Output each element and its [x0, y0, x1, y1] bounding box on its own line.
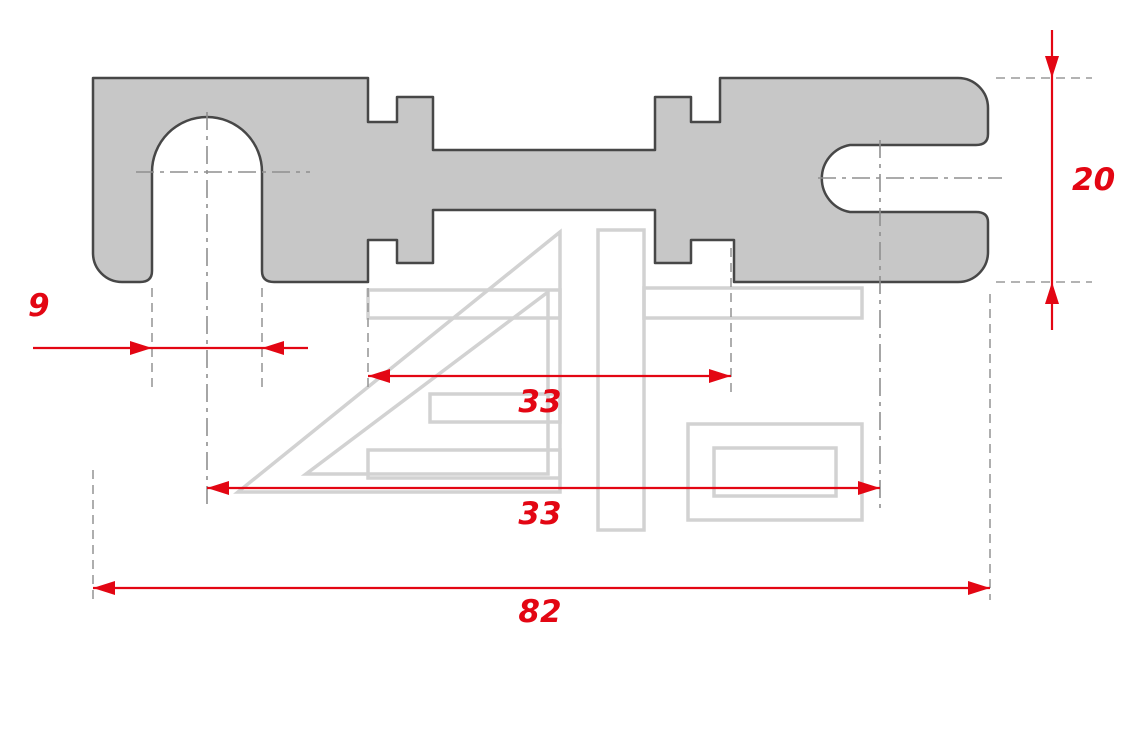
arrowhead-right-icon [130, 341, 152, 355]
arrowhead-up-icon [1045, 282, 1059, 304]
part-outline [91, 76, 990, 284]
dimension-82: 82 [93, 581, 990, 630]
dimension-33-lower-label: 33 [518, 496, 561, 532]
watermark-square-inner [712, 446, 838, 498]
watermark-stem [596, 228, 646, 532]
dimension-82-label: 82 [518, 594, 561, 630]
watermark-glyph-triangle-outer [233, 228, 562, 494]
watermark-arm [642, 286, 864, 320]
arrowhead-right-icon [858, 481, 880, 495]
arrowhead-down-icon [1045, 56, 1059, 78]
arrowhead-left-icon [368, 369, 390, 383]
dimension-33-upper: 33 [368, 369, 731, 420]
arrowhead-left-icon [93, 581, 115, 595]
arrowhead-left-icon [207, 481, 229, 495]
arrowhead-left-icon [262, 341, 284, 355]
dimension-9: 9 [28, 288, 308, 355]
watermark-square-outer [686, 422, 864, 522]
part-outline-shape [91, 76, 990, 284]
watermark-logo [233, 228, 864, 532]
extension-lines [92, 77, 1092, 600]
dimension-33-lower: 33 [207, 481, 880, 532]
dimension-20: 20 [1045, 30, 1115, 330]
dimension-33-upper-label: 33 [518, 384, 561, 420]
watermark-bar-middle [428, 392, 562, 424]
arrowhead-right-icon [709, 369, 731, 383]
center-lines [136, 112, 1002, 510]
arrowhead-right-icon [968, 581, 990, 595]
dimension-20-label: 20 [1072, 162, 1115, 198]
dimension-9-label: 9 [28, 288, 50, 324]
watermark-bar-bottom [366, 448, 562, 480]
watermark-glyph-triangle-inner [300, 288, 550, 476]
